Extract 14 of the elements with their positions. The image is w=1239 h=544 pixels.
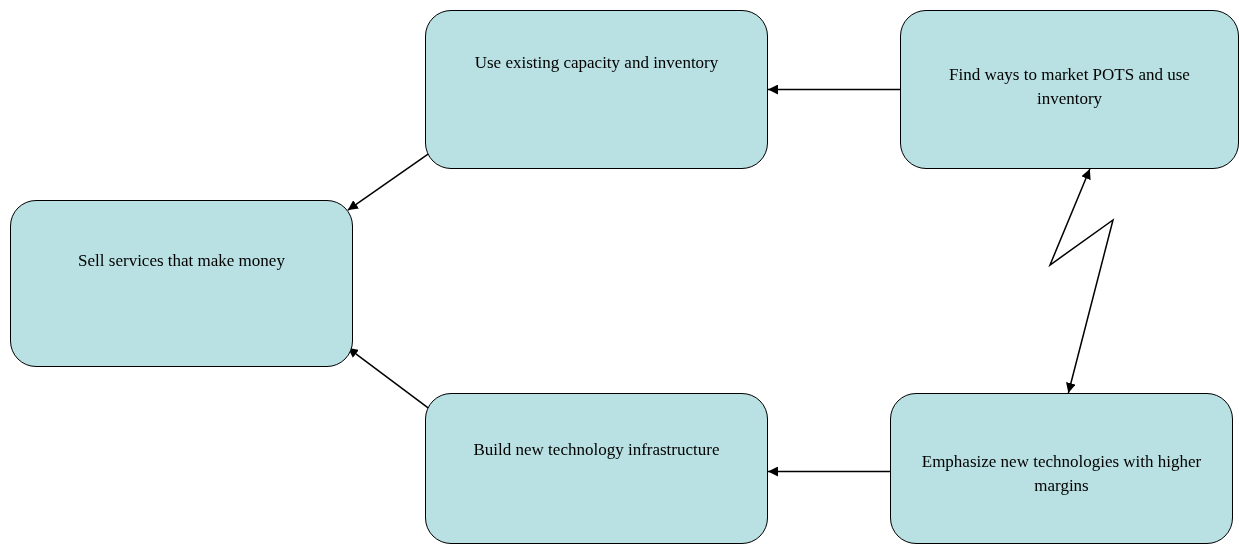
arrow bbox=[767, 84, 901, 95]
process-box bbox=[425, 10, 768, 169]
box-text: Use existing capacity and inventory bbox=[473, 52, 720, 74]
arrow bbox=[767, 466, 891, 477]
process-box bbox=[900, 10, 1239, 169]
box-text: Sell services that make money bbox=[77, 250, 286, 272]
box-text: Build new technology infrastructure bbox=[472, 439, 721, 461]
process-box bbox=[425, 393, 768, 544]
arrow bbox=[347, 153, 430, 211]
box-text: Find ways to market POTS and use inventory bbox=[948, 64, 1191, 110]
process-box bbox=[890, 393, 1233, 544]
arrow bbox=[1048, 168, 1115, 394]
process-box bbox=[10, 200, 353, 367]
box-text: Emphasize new technologies with higher margins bbox=[921, 451, 1202, 497]
